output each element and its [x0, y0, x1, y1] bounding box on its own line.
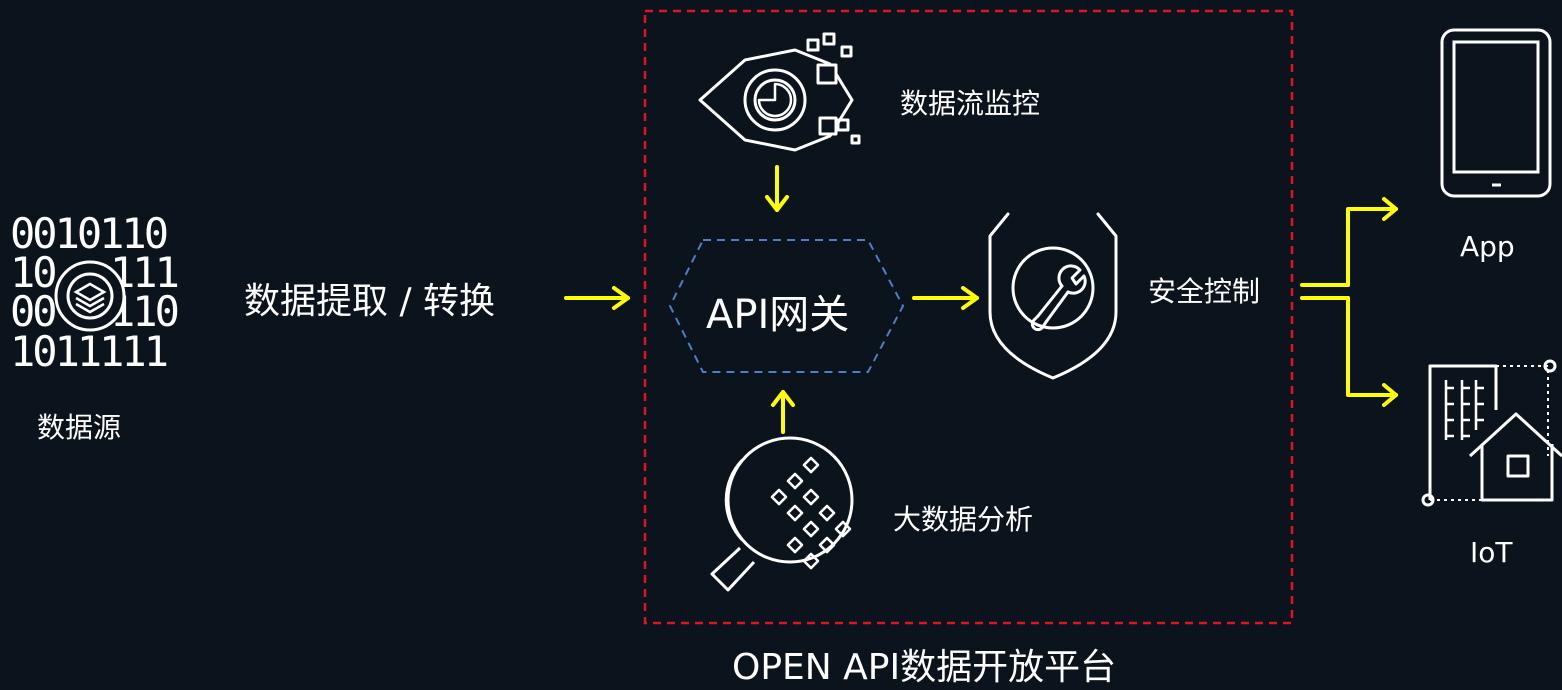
- output-app-label: App: [1460, 230, 1515, 263]
- data-source-label: 数据源: [37, 411, 122, 444]
- output-iot-label: IoT: [1470, 536, 1513, 569]
- extract-transform-label: 数据提取 / 转换: [244, 281, 496, 322]
- analytics-label: 大数据分析: [893, 503, 1034, 536]
- svg-text:1011111: 1011111: [10, 327, 167, 376]
- svg-text:00: 00: [10, 287, 55, 336]
- binary-data-icon: 0010110 10 111 00 110 1011111: [10, 209, 181, 376]
- gateway-label: API网关: [706, 292, 850, 338]
- monitor-label: 数据流监控: [900, 87, 1041, 120]
- platform-title: OPEN API数据开放平台: [732, 647, 1117, 688]
- svg-text:0010110: 0010110: [10, 209, 167, 258]
- security-label: 安全控制: [1148, 275, 1261, 308]
- svg-text:10: 10: [10, 248, 55, 297]
